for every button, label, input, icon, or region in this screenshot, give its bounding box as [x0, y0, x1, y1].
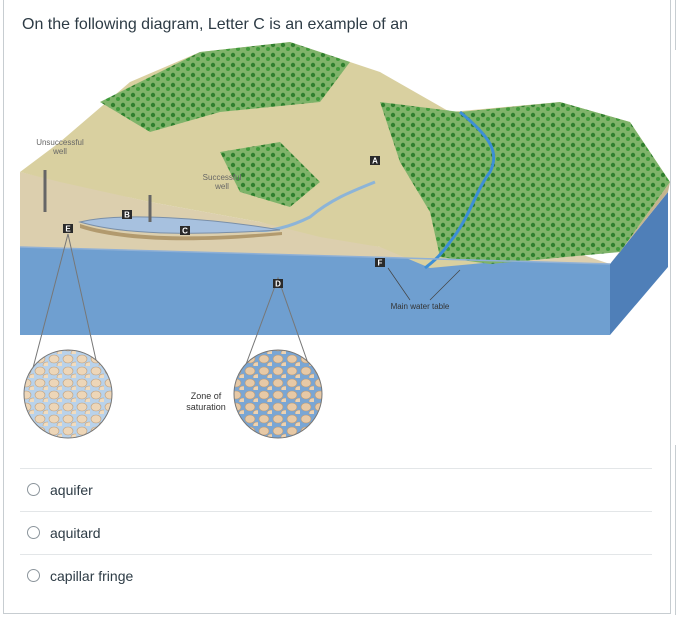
answer-option[interactable]: aquifer	[20, 468, 652, 511]
unsuccessful-well-label: Unsuccessful	[36, 138, 84, 147]
zone-of-saturation-label: Zone of	[191, 391, 222, 401]
pore-space-saturated	[233, 349, 323, 439]
successful-well-label: well	[214, 182, 229, 191]
water-table-line	[20, 246, 611, 265]
card-edge	[675, 445, 676, 615]
radio-button[interactable]	[27, 569, 40, 582]
stream	[424, 110, 496, 270]
forest-area	[100, 42, 350, 132]
radio-button[interactable]	[27, 483, 40, 496]
aquitard-lens	[80, 224, 282, 241]
answer-option[interactable]: capillar fringe	[20, 554, 652, 597]
forest-area	[220, 142, 320, 207]
svg-text:B: B	[124, 211, 130, 220]
forest-area	[380, 102, 670, 264]
marker-a: A	[370, 156, 380, 166]
answer-label[interactable]: aquitard	[50, 525, 101, 541]
svg-text:D: D	[275, 280, 281, 289]
unsuccessful-well-label: well	[52, 147, 67, 156]
label-leader	[387, 267, 411, 301]
answer-label[interactable]: capillar fringe	[50, 568, 134, 584]
question-text: On the following diagram, Letter C is an…	[22, 16, 408, 33]
marker-d: D	[273, 279, 283, 289]
pore-space-unsaturated	[23, 349, 113, 439]
svg-text:E: E	[65, 225, 71, 234]
label-leader	[429, 269, 461, 301]
groundwater-diagram: A B C D E F Unsuccessful well Successful…	[20, 42, 670, 439]
card-edge	[675, 0, 676, 50]
answer-label[interactable]: aquifer	[50, 482, 93, 498]
svg-text:C: C	[182, 227, 188, 236]
saturated-zone-side	[610, 192, 668, 335]
answer-list: aquifer aquitard capillar fringe	[20, 468, 652, 597]
main-water-table-label: Main water table	[391, 302, 450, 311]
svg-text:F: F	[378, 259, 383, 268]
svg-text:A: A	[372, 157, 378, 166]
marker-b: B	[122, 210, 132, 220]
marker-e: E	[63, 224, 73, 234]
marker-f: F	[375, 258, 385, 268]
successful-well-label: Successful	[203, 173, 242, 182]
soil-layer	[20, 172, 610, 264]
answer-option[interactable]: aquitard	[20, 511, 652, 554]
marker-c: C	[180, 226, 190, 236]
saturated-zone-front	[20, 247, 610, 335]
radio-button[interactable]	[27, 526, 40, 539]
zone-of-saturation-label: saturation	[186, 402, 226, 412]
